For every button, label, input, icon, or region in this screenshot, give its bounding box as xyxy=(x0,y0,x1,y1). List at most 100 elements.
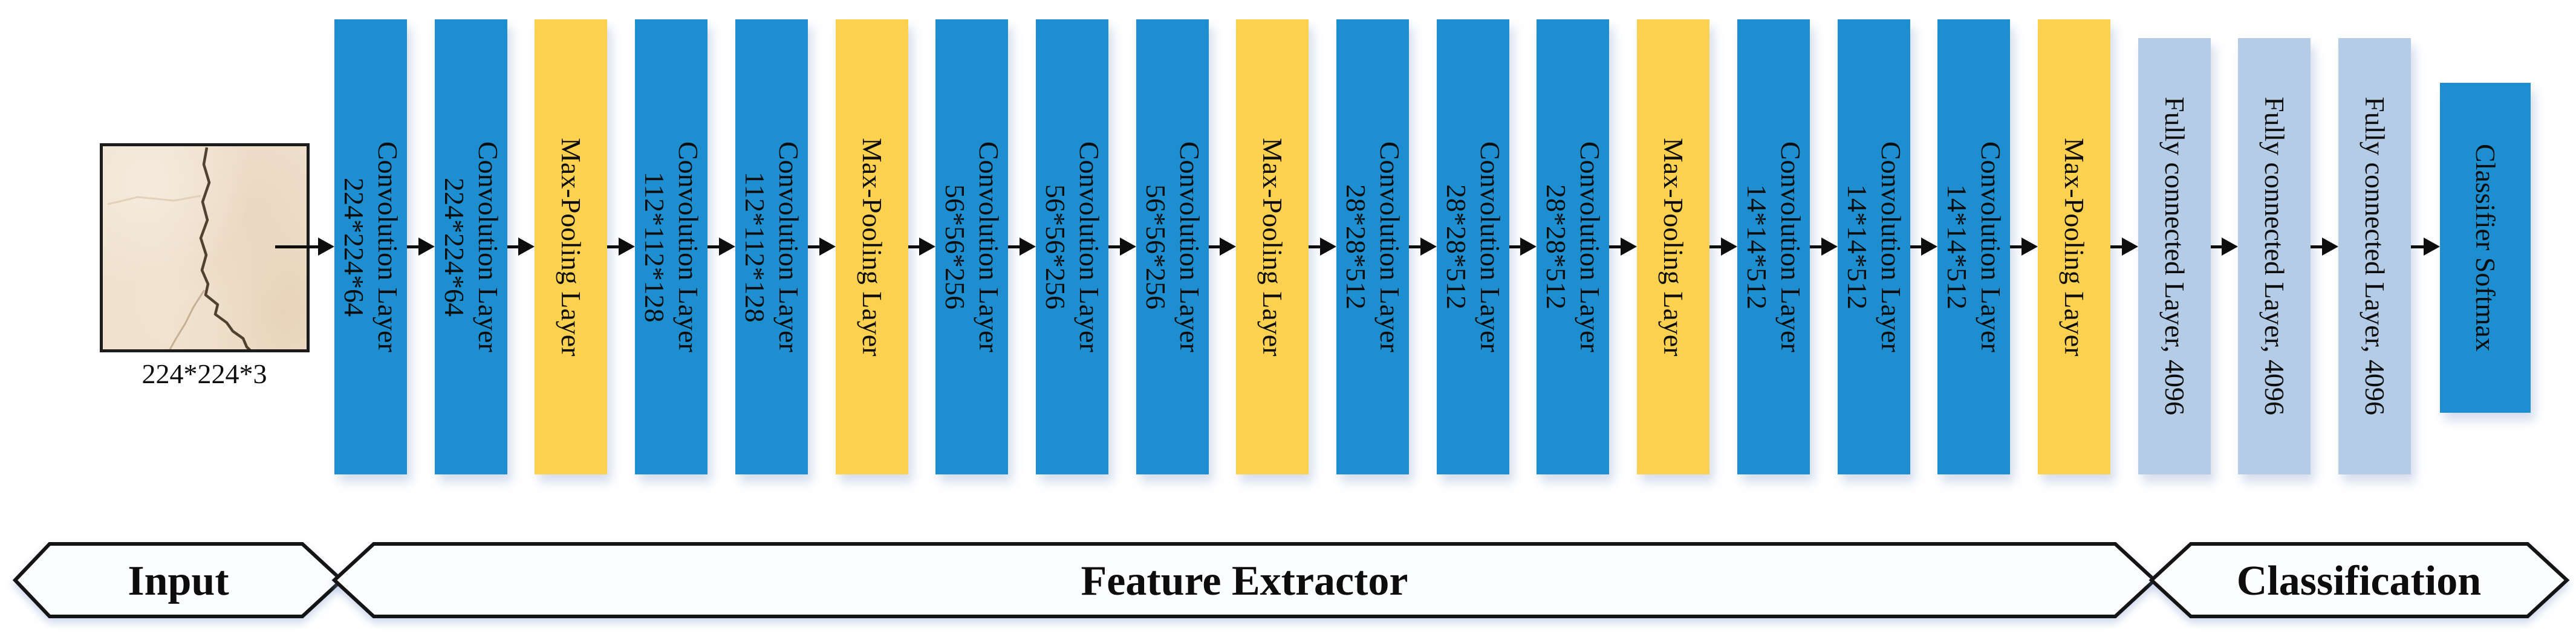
flow-arrow xyxy=(1309,238,1336,256)
input-crack-photo xyxy=(100,143,310,352)
crack-illustration xyxy=(107,147,252,349)
layer-title: Convolution Layer xyxy=(473,141,504,352)
arrow-head-icon xyxy=(1320,238,1336,256)
layer-label: Fully connected Layer, 4096 xyxy=(2257,97,2291,415)
arrow-head-icon xyxy=(2122,238,2138,256)
flow-arrow xyxy=(1509,238,1537,256)
flow-arrow xyxy=(2311,238,2338,256)
arrow-head-icon xyxy=(1921,238,1937,256)
layer-label: Fully connected Layer, 4096 xyxy=(2358,97,2392,415)
layer-title: Convolution Layer xyxy=(1374,141,1406,352)
layer-title: Fully connected Layer, 4096 xyxy=(2259,97,2291,416)
arrow-shaft xyxy=(2110,245,2122,248)
arrow-shaft xyxy=(1609,245,1621,248)
layer-dimensions: 14*14*512 xyxy=(1942,184,1973,309)
layer-dimensions: 224*224*64 xyxy=(339,177,369,317)
arrow-shaft xyxy=(707,245,719,248)
layer-dimensions: 112*112*128 xyxy=(639,171,670,323)
layer-dimensions: 28*28*512 xyxy=(1441,184,1472,309)
arrow-head-icon xyxy=(1020,238,1036,256)
banner-label-feature-extractor: Feature Extractor xyxy=(1081,558,1408,604)
arrow-head-icon xyxy=(719,238,735,256)
arrow-shaft xyxy=(507,245,518,248)
layer-label: Max-Pooling Layer xyxy=(2057,138,2091,357)
arrow-shaft xyxy=(2411,245,2424,248)
arrow-shaft xyxy=(1810,245,1821,248)
layer-label: Fully connected Layer, 4096 xyxy=(2158,97,2191,415)
arrow-head-icon xyxy=(1821,238,1838,256)
arrow-shaft xyxy=(2311,245,2322,248)
flow-arrow xyxy=(2110,238,2138,256)
arrow-head-icon xyxy=(2021,238,2038,256)
layer-dimensions: 224*224*64 xyxy=(439,177,470,317)
layer-title: Max-Pooling Layer xyxy=(1658,137,1690,357)
arrow-shaft xyxy=(1910,245,1921,248)
layer-title: Fully connected Layer, 4096 xyxy=(2360,97,2391,416)
layer-title: Convolution Layer xyxy=(773,141,805,352)
layer-title: Max-Pooling Layer xyxy=(556,137,587,357)
arrow-head-icon xyxy=(1520,238,1537,256)
layer-bar-pool-3: Max-Pooling Layer xyxy=(535,19,607,474)
flow-arrow xyxy=(607,238,635,256)
flow-arrow xyxy=(1609,238,1637,256)
stage-banners xyxy=(12,542,2570,618)
arrow-head-icon xyxy=(318,238,334,256)
flow-arrow xyxy=(1108,238,1136,256)
layer-title: Max-Pooling Layer xyxy=(857,137,888,357)
arrow-head-icon xyxy=(2222,238,2238,256)
layer-title: Convolution Layer xyxy=(372,141,404,352)
arrow-shaft xyxy=(1709,245,1721,248)
arrow-head-icon xyxy=(2322,238,2338,256)
layer-dimensions: 28*28*512 xyxy=(1541,184,1572,309)
layer-title: Max-Pooling Layer xyxy=(2059,137,2090,357)
input-size-label: 224*224*3 xyxy=(141,358,267,389)
layer-title: Convolution Layer xyxy=(1475,141,1506,352)
flow-arrow xyxy=(1910,238,1937,256)
layer-dimensions: 14*14*512 xyxy=(1842,184,1873,309)
layer-title: Max-Pooling Layer xyxy=(1257,137,1289,357)
arrow-shaft xyxy=(275,245,318,248)
layer-bar-pool-14: Max-Pooling Layer xyxy=(1637,19,1709,474)
layer-bar-pool-10: Max-Pooling Layer xyxy=(1236,19,1309,474)
flow-arrow xyxy=(507,238,535,256)
arrow-shaft xyxy=(1209,245,1220,248)
flow-arrow xyxy=(808,238,836,256)
arrow-shaft xyxy=(1509,245,1520,248)
layer-bar-fc-19: Fully connected Layer, 4096 xyxy=(2138,38,2211,474)
arrow-shaft xyxy=(407,245,418,248)
arrow-head-icon xyxy=(418,238,435,256)
layer-label: Max-Pooling Layer xyxy=(855,138,889,357)
flow-arrow xyxy=(1810,238,1838,256)
flow-arrow xyxy=(1008,238,1036,256)
flow-arrow xyxy=(275,238,334,256)
layer-bar-pool-6: Max-Pooling Layer xyxy=(836,19,908,474)
arrow-head-icon xyxy=(1220,238,1236,256)
arrow-shaft xyxy=(2010,245,2021,248)
layer-bar-fc-21: Fully connected Layer, 4096 xyxy=(2338,38,2411,474)
flow-arrow xyxy=(908,238,935,256)
classification-banner-shape xyxy=(2148,542,2570,618)
arrow-head-icon xyxy=(518,238,535,256)
layer-bar-softmax-22: Classifier Softmax xyxy=(2440,83,2531,413)
layer-bar-fc-20: Fully connected Layer, 4096 xyxy=(2238,38,2311,474)
layer-dimensions: 56*56*256 xyxy=(940,184,971,309)
layer-dimensions: 112*112*128 xyxy=(740,171,770,323)
arrow-shaft xyxy=(808,245,819,248)
layer-title: Convolution Layer xyxy=(974,141,1005,352)
layer-title: Fully connected Layer, 4096 xyxy=(2159,97,2191,416)
layer-title: Convolution Layer xyxy=(673,141,704,352)
